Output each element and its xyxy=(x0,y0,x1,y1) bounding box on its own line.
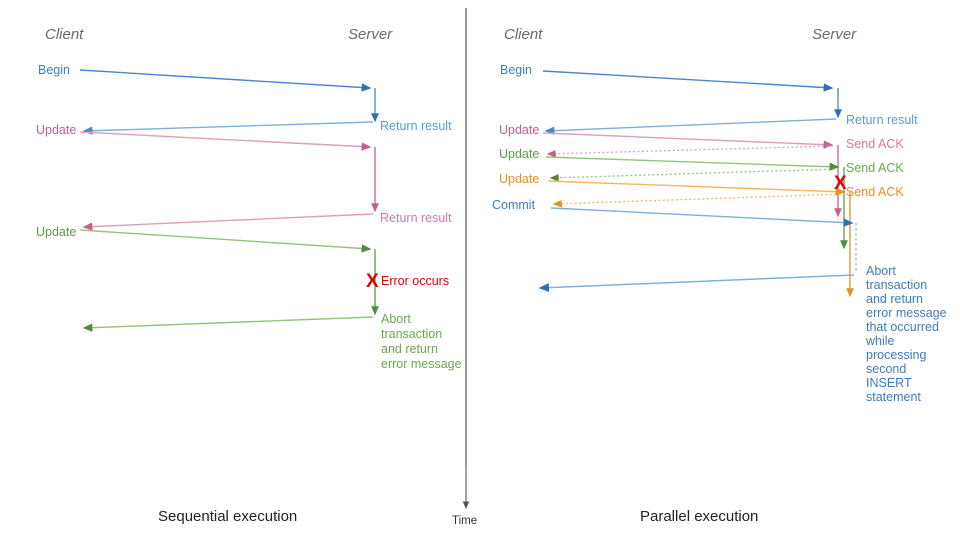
par-msg-update-pink-label: Update xyxy=(499,123,539,137)
seq-error-marker: X Error occurs xyxy=(366,271,449,292)
par-msg-begin: Begin xyxy=(500,63,834,92)
par-abort-note-line-9: INSERT xyxy=(866,376,912,390)
seq-msg-abort xyxy=(82,316,374,332)
par-msg-update-orange-label: Update xyxy=(499,172,539,186)
seq-msg-update-green: Update xyxy=(36,225,372,253)
seq-abort-note-line-4: error message xyxy=(381,357,462,371)
par-msg-update-green-label: Update xyxy=(499,147,539,161)
time-axis-label: Time xyxy=(452,515,477,527)
par-ack-green-label: Send ACK xyxy=(846,161,904,175)
par-ack-orange: Send ACK xyxy=(552,185,904,208)
par-abort-note-line-1: Abort xyxy=(866,264,896,278)
par-msg-abort xyxy=(538,274,855,293)
par-abort-note-line-7: processing xyxy=(866,348,926,362)
seq-abort-note-line-3: and return xyxy=(381,342,438,356)
seq-error-label: Error occurs xyxy=(381,274,449,288)
sequential-caption: Sequential execution xyxy=(158,508,297,525)
parallel-server-title: Server xyxy=(812,26,857,43)
seq-abort-note-line-1: Abort xyxy=(381,312,411,326)
error-x-icon: X xyxy=(366,271,379,292)
par-error-marker: X xyxy=(834,173,847,194)
par-ack-pink-label: Send ACK xyxy=(846,137,904,151)
par-abort-note-line-10: statement xyxy=(866,390,921,404)
panel-sequential: Client Server Begin Return result Update xyxy=(36,26,462,525)
par-ack-green: Send ACK xyxy=(549,161,904,182)
seq-msg-return-2: Return result xyxy=(82,211,452,231)
seq-msg-update-green-label: Update xyxy=(36,225,76,239)
par-abort-note-line-8: second xyxy=(866,362,906,376)
par-msg-commit: Commit xyxy=(492,198,854,227)
seq-msg-update-pink: Update xyxy=(36,123,372,151)
seq-msg-begin: Begin xyxy=(38,63,372,92)
par-msg-update-pink: Update xyxy=(499,123,834,149)
parallel-client-title: Client xyxy=(504,26,543,43)
par-ack-orange-label: Send ACK xyxy=(846,185,904,199)
sequential-client-title: Client xyxy=(45,26,84,43)
par-msg-update-green: Update xyxy=(499,147,840,171)
par-ack-pink: Send ACK xyxy=(546,137,904,158)
time-axis: Time xyxy=(452,466,477,527)
par-msg-begin-label: Begin xyxy=(500,63,532,77)
par-msg-return-result: Return result xyxy=(544,113,918,135)
par-abort-note-line-6: while xyxy=(865,334,895,348)
seq-abort-note: Abort transaction and return error messa… xyxy=(381,312,462,371)
par-msg-update-orange: Update xyxy=(499,172,846,196)
seq-msg-update-pink-label: Update xyxy=(36,123,76,137)
par-msg-return-result-label: Return result xyxy=(846,113,918,127)
seq-msg-return-1-label: Return result xyxy=(380,119,452,133)
par-abort-note-line-2: transaction xyxy=(866,278,927,292)
panel-parallel: Client Server Begin Return result Update xyxy=(492,26,947,525)
seq-abort-note-line-2: transaction xyxy=(381,327,442,341)
par-abort-note-line-3: and return xyxy=(866,292,923,306)
par-msg-commit-label: Commit xyxy=(492,198,536,212)
seq-msg-begin-label: Begin xyxy=(38,63,70,77)
parallel-caption: Parallel execution xyxy=(640,508,758,525)
par-abort-note-line-5: that occurred xyxy=(866,320,939,334)
par-abort-note-line-4: error message xyxy=(866,306,947,320)
error-x-icon: X xyxy=(834,173,847,194)
seq-msg-return-1: Return result xyxy=(82,119,452,135)
par-abort-note: Abort transaction and return error messa… xyxy=(865,264,947,404)
sequential-server-title: Server xyxy=(348,26,393,43)
seq-msg-return-2-label: Return result xyxy=(380,211,452,225)
